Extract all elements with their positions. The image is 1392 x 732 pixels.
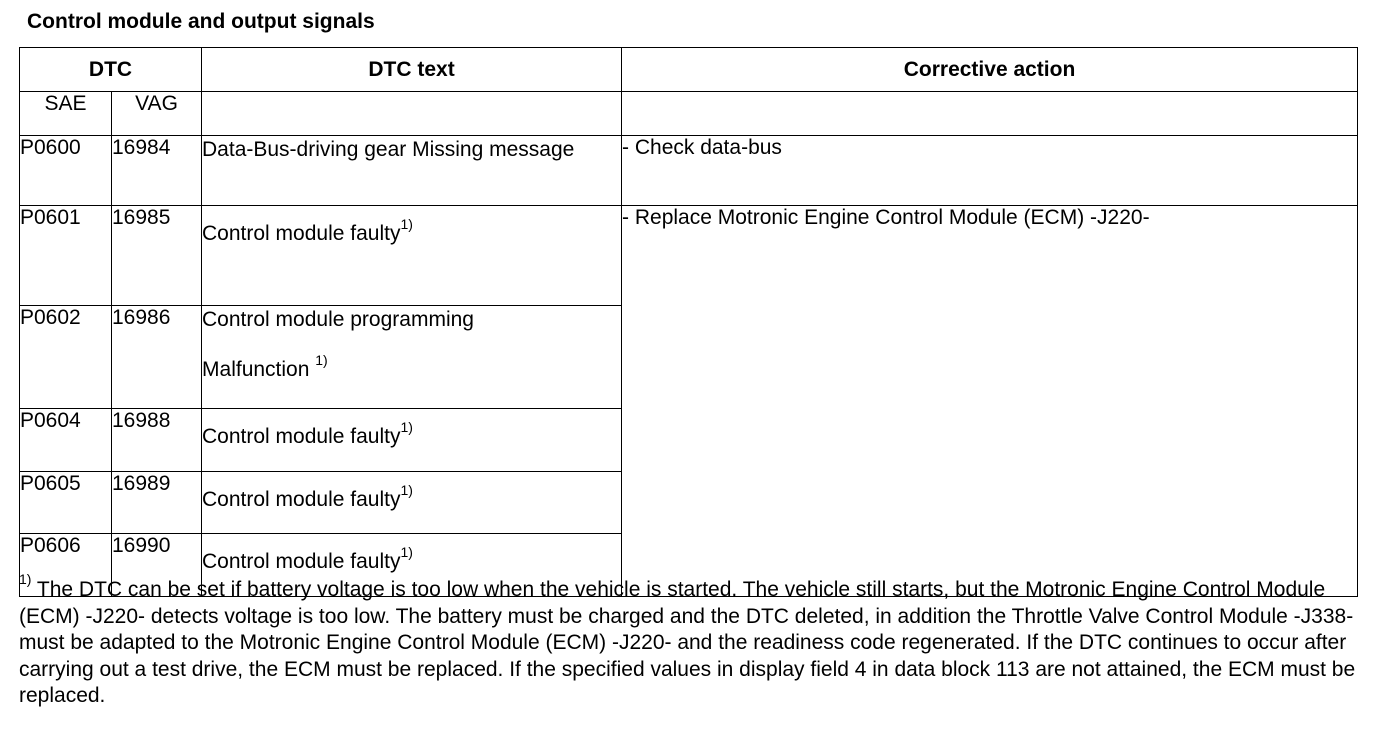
footnote-ref: 1)	[400, 544, 413, 560]
page-title: Control module and output signals	[27, 10, 375, 33]
table-header-row: DTC DTC text Corrective action	[18, 47, 1359, 92]
footnote-ref: 1)	[400, 419, 413, 435]
corrective-action-cell: - Replace Motronic Engine Control Module…	[621, 205, 1359, 597]
vag-code: 16990	[110, 533, 203, 597]
sae-code: P0601	[19, 205, 112, 306]
subheader-vag: VAG	[110, 91, 203, 136]
table-row: P0605 16989 Control module faulty1)	[19, 471, 1358, 534]
table-row: P0606 16990 Control module faulty1)	[19, 533, 1358, 597]
subheader-empty-action	[621, 91, 1359, 136]
sae-code: P0605	[19, 471, 112, 534]
corrective-action-cell: - Check data-bus	[621, 135, 1359, 206]
header-dtc: DTC	[18, 47, 203, 92]
dtc-text: Control module faulty	[202, 222, 401, 245]
vag-code: 16988	[110, 408, 203, 472]
dtc-text-cell: Control module faulty1)	[201, 408, 623, 472]
dtc-text: Control module faulty	[202, 550, 401, 573]
vag-code: 16986	[110, 305, 203, 409]
vag-code: 16984	[110, 135, 203, 206]
footnote-text: The DTC can be set if battery voltage is…	[19, 578, 1356, 707]
dtc-text-line2: Malfunction	[202, 358, 316, 381]
header-dtc-text: DTC text	[201, 47, 623, 92]
dtc-text-cell: Data-Bus-driving gear Missing message	[201, 135, 623, 206]
sae-code: P0600	[19, 135, 112, 206]
subheader-sae: SAE	[19, 91, 112, 136]
dtc-text-cell: Control module faulty1)	[201, 205, 623, 306]
footnote-marker: 1)	[19, 571, 32, 587]
table-subheader-row: SAE VAG	[19, 91, 1359, 136]
footnote-ref: 1)	[315, 352, 328, 368]
dtc-text-line2-wrap: Malfunction 1)	[202, 353, 621, 383]
dtc-text: Control module faulty	[202, 488, 401, 511]
table-row: P0600 16984 Data-Bus-driving gear Missin…	[19, 135, 1359, 206]
footnote-ref: 1)	[400, 216, 413, 232]
footnote-ref: 1)	[400, 482, 413, 498]
sae-code: P0606	[19, 533, 112, 597]
subheader-empty-text	[201, 91, 623, 136]
table-row: P0601 16985 Control module faulty1) - Re…	[19, 205, 1359, 597]
dtc-text: Control module faulty	[202, 425, 401, 448]
sae-code: P0604	[19, 408, 112, 472]
dtc-text-cell: Control module faulty1)	[201, 471, 623, 534]
header-corrective-action: Corrective action	[621, 47, 1359, 92]
vag-code: 16985	[110, 205, 203, 306]
dtc-text-cell: Control module faulty1)	[201, 533, 623, 597]
dtc-table: DTC DTC text Corrective action SAE VAG P…	[18, 47, 1359, 597]
footnote: 1) The DTC can be set if battery voltage…	[19, 572, 1369, 710]
vag-code: 16989	[110, 471, 203, 534]
table-row: P0604 16988 Control module faulty1)	[19, 408, 1358, 472]
dtc-text: Data-Bus-driving gear Missing message	[202, 138, 575, 161]
corrective-action-text: - Replace Motronic Engine Control Module…	[622, 206, 1150, 229]
corrective-action-text: - Check data-bus	[622, 136, 782, 159]
sae-code: P0602	[19, 305, 112, 409]
dtc-text-line1: Control module programming	[202, 308, 474, 331]
